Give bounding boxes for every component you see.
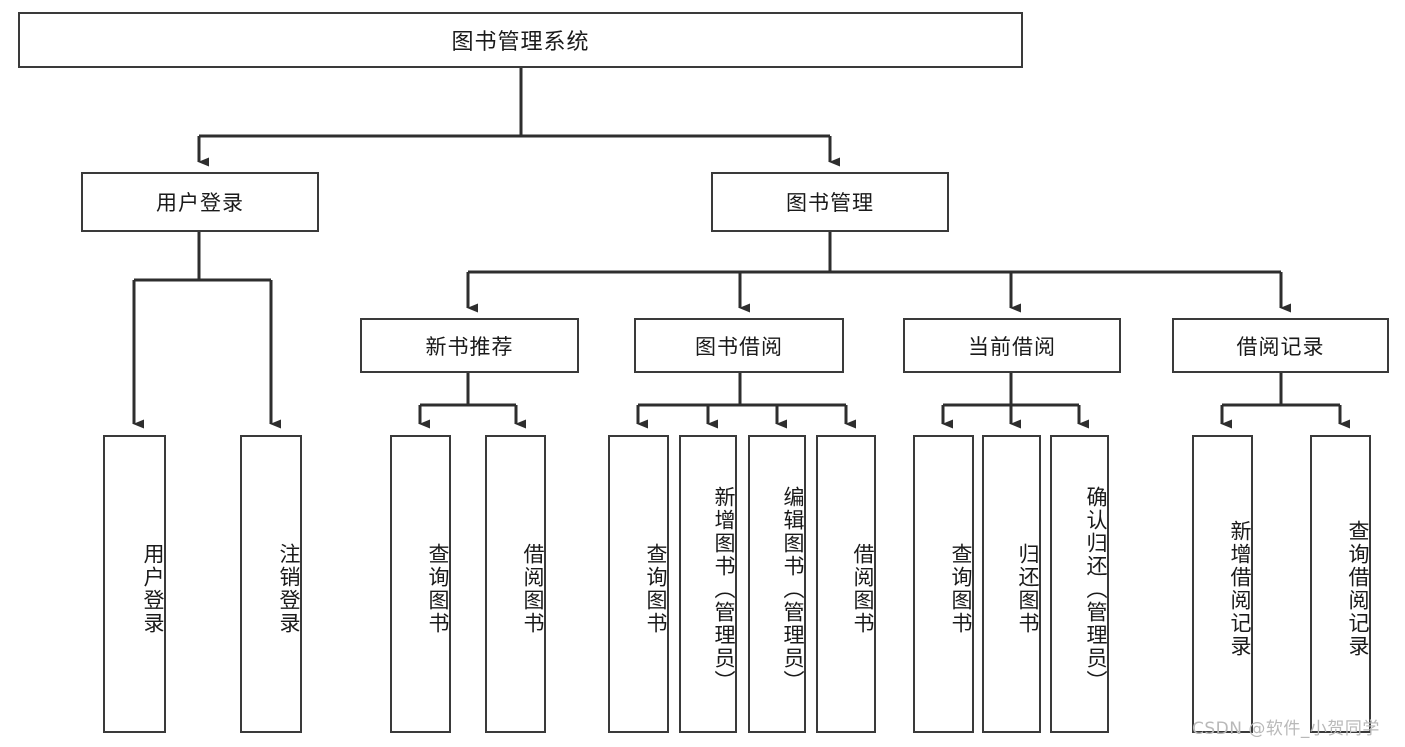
leaf-borrow-book[interactable]: 借阅图书 xyxy=(816,435,876,733)
leaf-borrow-book-recommend[interactable]: 借阅图书 xyxy=(485,435,546,733)
leaf-add-borrow-record[interactable]: 新增借阅记录 xyxy=(1192,435,1253,733)
node-label: 借阅图书 xyxy=(521,543,545,635)
leaf-return-book[interactable]: 归还图书 xyxy=(982,435,1041,733)
leaf-query-book-recommend[interactable]: 查询图书 xyxy=(390,435,451,733)
node-user-login[interactable]: 用户登录 xyxy=(81,172,319,232)
leaf-query-book-borrow[interactable]: 查询图书 xyxy=(608,435,669,733)
node-label: 图书管理系统 xyxy=(451,30,590,55)
node-label: 查询图书 xyxy=(426,543,450,635)
leaf-edit-book-admin[interactable]: 编辑图书（管理员） xyxy=(748,435,806,733)
node-label: 图书管理 xyxy=(786,191,874,215)
leaf-user-login[interactable]: 用户登录 xyxy=(103,435,166,733)
leaf-query-borrow-record[interactable]: 查询借阅记录 xyxy=(1310,435,1371,733)
node-book-borrow[interactable]: 图书借阅 xyxy=(634,318,844,373)
node-borrow-record[interactable]: 借阅记录 xyxy=(1172,318,1389,373)
node-label: 确认归还（管理员） xyxy=(1084,485,1108,693)
node-label: 注销登录 xyxy=(277,543,301,635)
leaf-add-book-admin[interactable]: 新增图书（管理员） xyxy=(679,435,737,733)
node-current-borrow[interactable]: 当前借阅 xyxy=(903,318,1121,373)
node-label: 用户登录 xyxy=(156,191,244,215)
leaf-confirm-return-admin[interactable]: 确认归还（管理员） xyxy=(1050,435,1109,733)
node-new-book-recommend[interactable]: 新书推荐 xyxy=(360,318,579,373)
node-label: 编辑图书（管理员） xyxy=(781,485,805,693)
watermark: CSDN @软件_小贺同学 xyxy=(1192,719,1380,739)
node-label: 新增借阅记录 xyxy=(1228,520,1252,658)
node-label: 查询图书 xyxy=(949,543,973,635)
node-label: 查询图书 xyxy=(644,543,668,635)
node-label: 新书推荐 xyxy=(425,334,514,359)
node-label: 查询借阅记录 xyxy=(1346,520,1370,658)
node-label: 图书借阅 xyxy=(695,334,783,359)
leaf-query-book-current[interactable]: 查询图书 xyxy=(913,435,974,733)
leaf-logout[interactable]: 注销登录 xyxy=(240,435,302,733)
node-label: 当前借阅 xyxy=(968,334,1056,359)
node-label: 用户登录 xyxy=(141,543,165,635)
node-label: 新增图书（管理员） xyxy=(712,485,736,693)
node-label: 归还图书 xyxy=(1016,543,1040,635)
node-book-management[interactable]: 图书管理 xyxy=(711,172,949,232)
node-label: 借阅图书 xyxy=(851,543,875,635)
node-root[interactable]: 图书管理系统 xyxy=(18,12,1023,68)
node-label: 借阅记录 xyxy=(1236,334,1325,359)
